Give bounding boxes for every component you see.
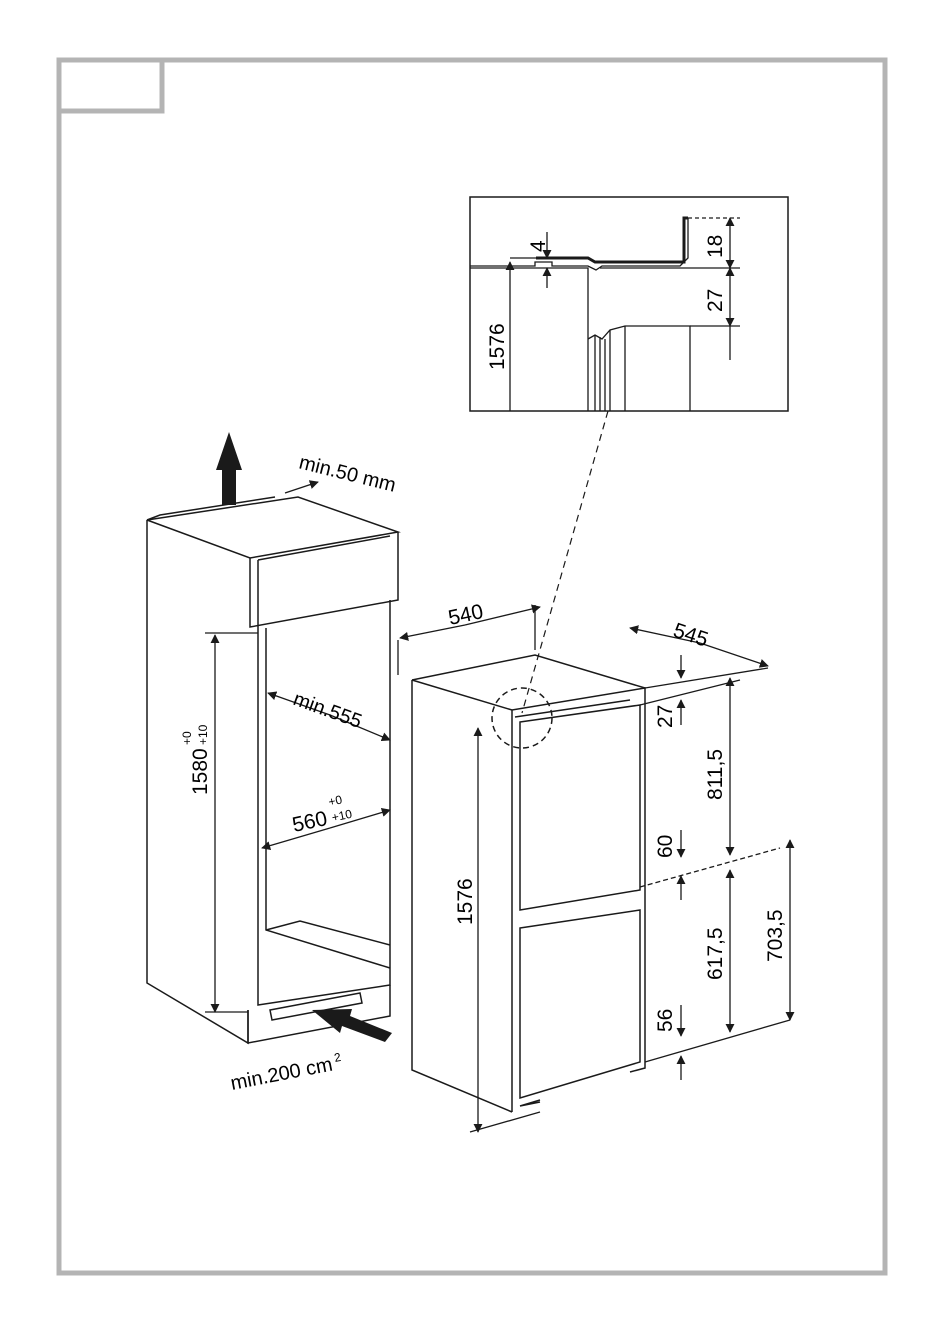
lower-door-label: 617,5	[704, 927, 727, 980]
niche-width-tol-upper: +0	[327, 792, 344, 809]
detail-27-label: 27	[704, 289, 727, 312]
up-arrow-icon	[216, 432, 242, 505]
min-555-label: min.555	[290, 688, 364, 733]
left-arrow-icon	[312, 1009, 392, 1042]
min-50-mm-label: min.50 mm	[297, 452, 398, 497]
appliance-height-label: 1576	[454, 878, 477, 925]
niche-width-label-group: 560 +0 +10	[290, 792, 353, 837]
detail-leader-line	[521, 410, 609, 714]
upper-door-label: 811,5	[704, 749, 727, 800]
appliance-fridge	[411, 654, 646, 1113]
niche-width-label: 560	[290, 807, 329, 837]
appliance-width-label: 540	[446, 600, 485, 630]
detail-height-label: 1576	[486, 323, 509, 370]
niche-cabinet	[146, 496, 401, 1045]
niche-height-label: 1580	[189, 748, 212, 795]
min-200-cm-label: min.200 cm	[229, 1054, 335, 1095]
cm-superscript: 2	[333, 1050, 343, 1065]
lower-section-label: 703,5	[764, 909, 787, 962]
detail-inset	[469, 196, 789, 412]
middle-gap-label: 60	[654, 835, 677, 858]
top-gap-label: 27	[654, 705, 677, 728]
bottom-gap-label: 56	[654, 1009, 677, 1032]
niche-width-tol-lower: +10	[330, 807, 353, 825]
appliance-dimension-lines	[397, 604, 795, 1133]
niche-height-tol-upper: +0	[180, 731, 194, 745]
detail-4-label: 4	[527, 240, 550, 252]
niche-height-label-group: 1580 +0 +10	[180, 724, 212, 795]
detail-18-label: 18	[704, 235, 727, 258]
appliance-depth-label: 545	[670, 619, 710, 652]
niche-height-tol-lower: +10	[196, 724, 210, 745]
page-frame	[56, 57, 888, 1276]
niche-dimension-lines	[205, 480, 391, 1013]
